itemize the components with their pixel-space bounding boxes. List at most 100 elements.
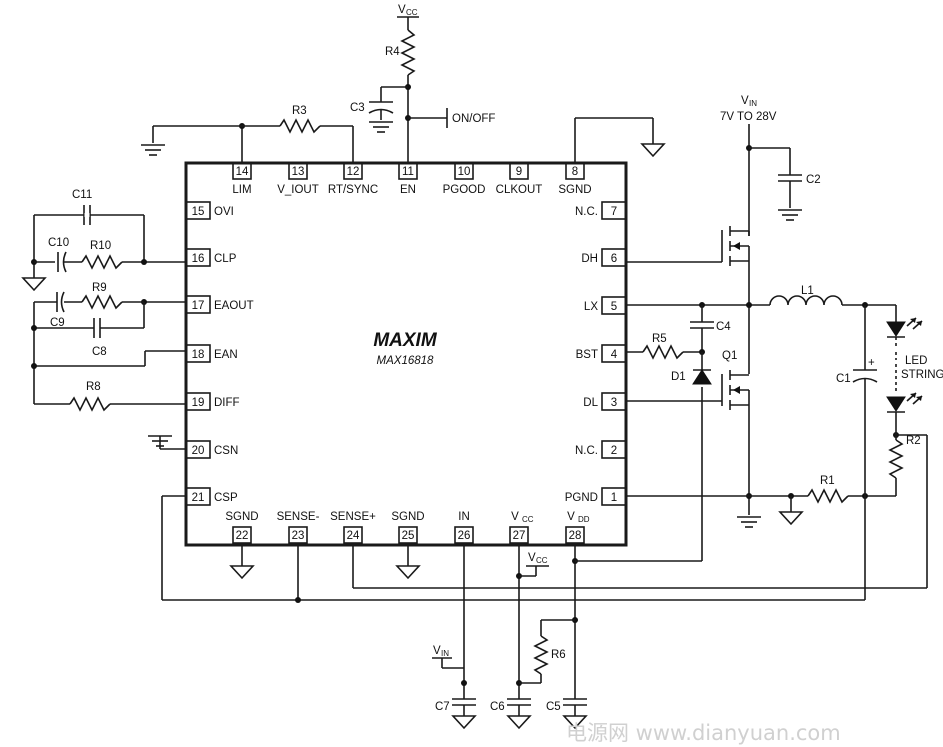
on-off-label: ON/OFF bbox=[452, 113, 495, 125]
resistor-r8 bbox=[69, 396, 111, 412]
ground-pgnd bbox=[779, 511, 803, 525]
svg-text:SENSE-: SENSE- bbox=[277, 511, 320, 523]
svg-text:RT/SYNC: RT/SYNC bbox=[328, 184, 378, 196]
svg-text:DD: DD bbox=[578, 515, 590, 524]
svg-text:SGND: SGND bbox=[558, 184, 591, 196]
svg-text:IN: IN bbox=[458, 511, 470, 523]
pin-26: 26 IN bbox=[454, 511, 474, 544]
inductor-l1 bbox=[769, 295, 843, 306]
svg-text:MAXIM: MAXIM bbox=[373, 330, 438, 351]
svg-text:25: 25 bbox=[402, 530, 415, 542]
resistor-r1 bbox=[807, 488, 849, 504]
r5-label: R5 bbox=[652, 333, 667, 345]
svg-text:CLKOUT: CLKOUT bbox=[496, 184, 543, 196]
c3-label: C3 bbox=[350, 102, 365, 114]
c4-label: C4 bbox=[716, 321, 731, 333]
svg-text:CLP: CLP bbox=[214, 253, 237, 265]
svg-text:2: 2 bbox=[611, 445, 617, 457]
q1-label: Q1 bbox=[722, 350, 737, 362]
capacitor-c8 bbox=[93, 318, 101, 338]
c8-label: C8 bbox=[92, 346, 107, 358]
svg-text:10: 10 bbox=[458, 166, 471, 178]
pin-17: 17 EAOUT bbox=[185, 295, 254, 314]
svg-text:V_IOUT: V_IOUT bbox=[277, 184, 319, 196]
capacitor-c4 bbox=[690, 321, 714, 329]
svg-text:EAOUT: EAOUT bbox=[214, 300, 254, 312]
resistor-r5 bbox=[642, 344, 684, 360]
capacitor-c3 bbox=[368, 101, 394, 114]
l1-label: L1 bbox=[801, 285, 814, 297]
svg-text:V: V bbox=[398, 4, 406, 16]
ground-sgnd-25 bbox=[396, 565, 420, 579]
svg-text:CC: CC bbox=[522, 515, 534, 524]
svg-text:18: 18 bbox=[192, 349, 205, 361]
svg-text:23: 23 bbox=[292, 530, 305, 542]
ground-sgnd-22 bbox=[230, 565, 254, 579]
svg-text:28: 28 bbox=[569, 530, 582, 542]
capacitor-c1 bbox=[852, 369, 878, 383]
capacitor-c11 bbox=[83, 205, 91, 225]
svg-text:IN: IN bbox=[749, 99, 757, 108]
svg-text:CSP: CSP bbox=[214, 492, 238, 504]
ground-q1 bbox=[736, 516, 762, 528]
r6-label: R6 bbox=[551, 649, 566, 661]
r10-label: R10 bbox=[90, 240, 111, 252]
svg-text:V: V bbox=[741, 95, 749, 107]
c7-label: C7 bbox=[435, 701, 450, 713]
pin-23: 23 SENSE- bbox=[277, 511, 320, 544]
d1-label: D1 bbox=[671, 371, 686, 383]
svg-text:N.C.: N.C. bbox=[575, 445, 598, 457]
resistor-r9 bbox=[81, 294, 123, 310]
pin-7: 7N.C. bbox=[575, 201, 627, 220]
watermark: 电源网 www.dianyuan.com bbox=[566, 721, 841, 745]
svg-text:OVI: OVI bbox=[214, 206, 234, 218]
svg-text:PGOOD: PGOOD bbox=[443, 184, 486, 196]
c1-label: C1 bbox=[836, 373, 851, 385]
svg-text:EN: EN bbox=[400, 184, 416, 196]
svg-text:16: 16 bbox=[192, 253, 205, 265]
ground-lim bbox=[140, 144, 166, 156]
svg-text:CC: CC bbox=[536, 556, 548, 565]
svg-text:12: 12 bbox=[347, 166, 360, 178]
r8-label: R8 bbox=[86, 381, 101, 393]
led-top-icon bbox=[886, 317, 923, 338]
svg-text:DIFF: DIFF bbox=[214, 397, 240, 409]
svg-text:26: 26 bbox=[458, 530, 471, 542]
svg-text:19: 19 bbox=[192, 397, 205, 409]
resistor-r10 bbox=[81, 254, 123, 270]
svg-text:V: V bbox=[567, 511, 575, 523]
resistor-r4 bbox=[400, 29, 416, 76]
svg-text:6: 6 bbox=[611, 253, 617, 265]
led-string-label-2: STRING bbox=[901, 369, 943, 381]
resistor-r2 bbox=[888, 439, 904, 479]
pin-16: 16 CLP bbox=[185, 248, 237, 267]
pin-25: 25 SGND bbox=[391, 511, 425, 544]
resistor-r6 bbox=[533, 635, 549, 675]
c10-label: C10 bbox=[48, 237, 69, 249]
c5-label: C5 bbox=[546, 701, 561, 713]
ground-c3 bbox=[368, 121, 394, 133]
svg-text:SGND: SGND bbox=[391, 511, 424, 523]
vin-range-label: 7V TO 28V bbox=[720, 111, 777, 123]
svg-text:7: 7 bbox=[611, 206, 617, 218]
c9-label: C9 bbox=[50, 317, 65, 329]
r3-label: R3 bbox=[292, 105, 307, 117]
svg-text:V: V bbox=[433, 645, 441, 657]
svg-text:V: V bbox=[511, 511, 519, 523]
svg-text:DH: DH bbox=[581, 253, 598, 265]
ground-sgnd-top bbox=[641, 143, 665, 157]
svg-text:LX: LX bbox=[584, 301, 598, 313]
pin-13: 13V_IOUT bbox=[277, 162, 319, 196]
svg-text:17: 17 bbox=[192, 300, 205, 312]
c11-label: C11 bbox=[72, 189, 92, 201]
svg-text:20: 20 bbox=[192, 445, 205, 457]
pin-5: 5LX bbox=[584, 296, 627, 315]
